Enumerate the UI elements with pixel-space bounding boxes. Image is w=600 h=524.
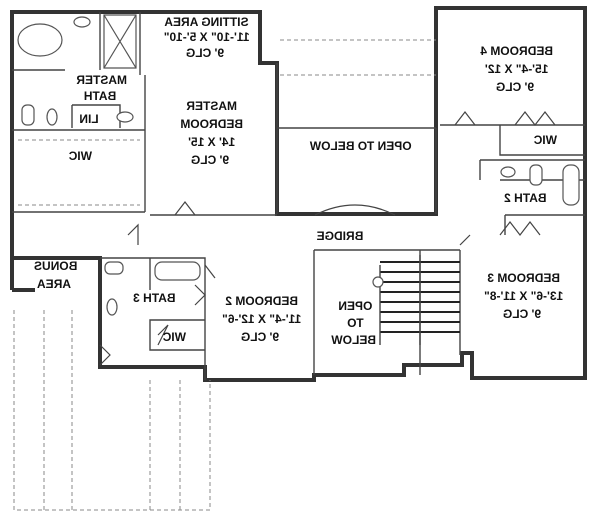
label-master-wic: WIC bbox=[68, 149, 92, 163]
label-open-to-below-1: OPEN TO BELOW bbox=[309, 139, 411, 153]
label-bedroom4: BEDROOM 4 15'-4" X 12' 9' CLG bbox=[477, 44, 553, 94]
room-labels: SITTING AREA 11'-10" X 5'-10" 9' CLG MAS… bbox=[31, 15, 563, 347]
interior-walls bbox=[12, 12, 585, 380]
label-bedroom2: BEDROOM 2 11'-4" X 12'-6" 9' CLG bbox=[219, 294, 301, 344]
staircase bbox=[372, 255, 460, 345]
bathtub-icon bbox=[562, 164, 580, 206]
label-master-bath: MASTER BATH bbox=[73, 73, 127, 103]
shower-icon bbox=[103, 14, 137, 69]
bathtub-icon bbox=[17, 23, 63, 57]
label-bedroom3: BEDROOM 3 13'-6" X 11'-8" 9' CLG bbox=[481, 271, 563, 321]
doors bbox=[99, 111, 556, 366]
bidet-icon bbox=[46, 108, 58, 126]
label-sitting-area: SITTING AREA 11'-10" X 5'-10" 9' CLG bbox=[160, 15, 249, 60]
sink-icon bbox=[116, 111, 134, 123]
label-wic2: WIC bbox=[162, 330, 186, 344]
sink-icon bbox=[106, 298, 118, 316]
label-bridge: BRIDGE bbox=[317, 229, 364, 243]
label-master-bedroom: MASTER BEDROOM 14' X 15' 9' CLG bbox=[177, 99, 243, 167]
toilet-icon bbox=[529, 164, 543, 186]
bathtub-icon bbox=[154, 261, 201, 281]
label-bath3: BATH 3 bbox=[133, 291, 176, 305]
label-wic4: WIC bbox=[533, 133, 557, 147]
toilet-icon bbox=[21, 104, 35, 126]
sink-icon bbox=[73, 16, 91, 28]
fixtures bbox=[17, 14, 580, 316]
label-bath2: BATH 2 bbox=[504, 191, 547, 205]
toilet-icon bbox=[104, 261, 124, 275]
label-open-to-below-2: OPEN TO BELOW bbox=[331, 299, 376, 347]
bonus-overlay-dashes bbox=[13, 39, 436, 511]
label-linen: LIN bbox=[79, 112, 98, 126]
label-bonus-area: BONUS AREA bbox=[31, 259, 78, 291]
sink-icon bbox=[500, 166, 516, 178]
